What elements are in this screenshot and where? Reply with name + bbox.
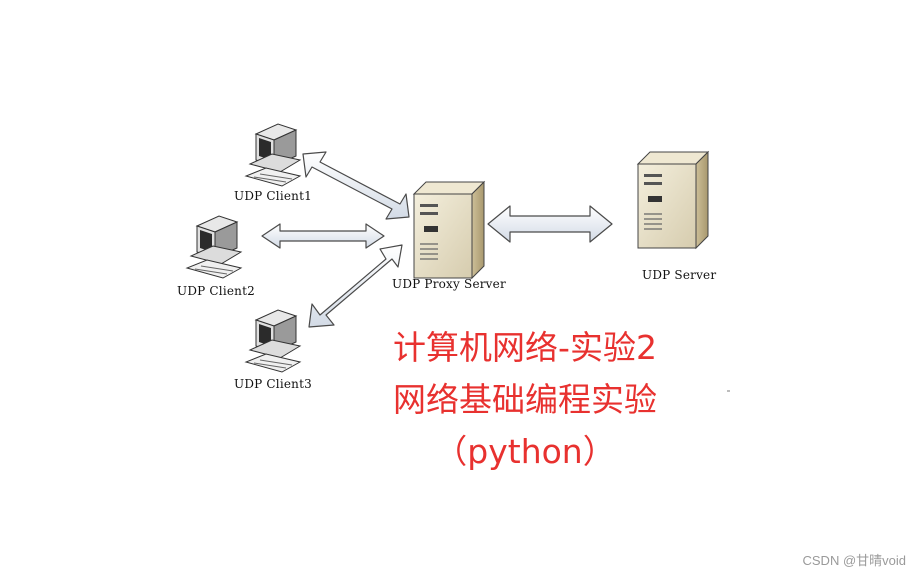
client3-computer-icon [245, 309, 301, 373]
caption-line-1: 计算机网络-实验2 [393, 328, 657, 367]
watermark: CSDN @甘晴void [802, 553, 907, 568]
caption-line-2: 网络基础编程实验 [393, 380, 657, 419]
proxy-label: UDP Proxy Server [392, 277, 506, 291]
client1-computer-icon [245, 123, 301, 187]
stray-mark [727, 390, 730, 392]
arrow-client3-proxy [308, 244, 403, 328]
caption-title: 计算机网络-实验2 网络基础编程实验 （python） [330, 322, 720, 478]
client3-label: UDP Client3 [234, 377, 312, 391]
proxy-server-icon [413, 181, 485, 279]
udp-server-icon [637, 151, 709, 249]
arrow-client2-proxy [261, 223, 385, 249]
arrow-client1-proxy [302, 151, 410, 220]
caption-line-3: （python） [434, 432, 616, 471]
server-label: UDP Server [642, 268, 717, 282]
client1-label: UDP Client1 [234, 189, 312, 203]
client2-computer-icon [186, 215, 242, 279]
arrow-proxy-server [487, 205, 613, 243]
client2-label: UDP Client2 [177, 284, 255, 298]
